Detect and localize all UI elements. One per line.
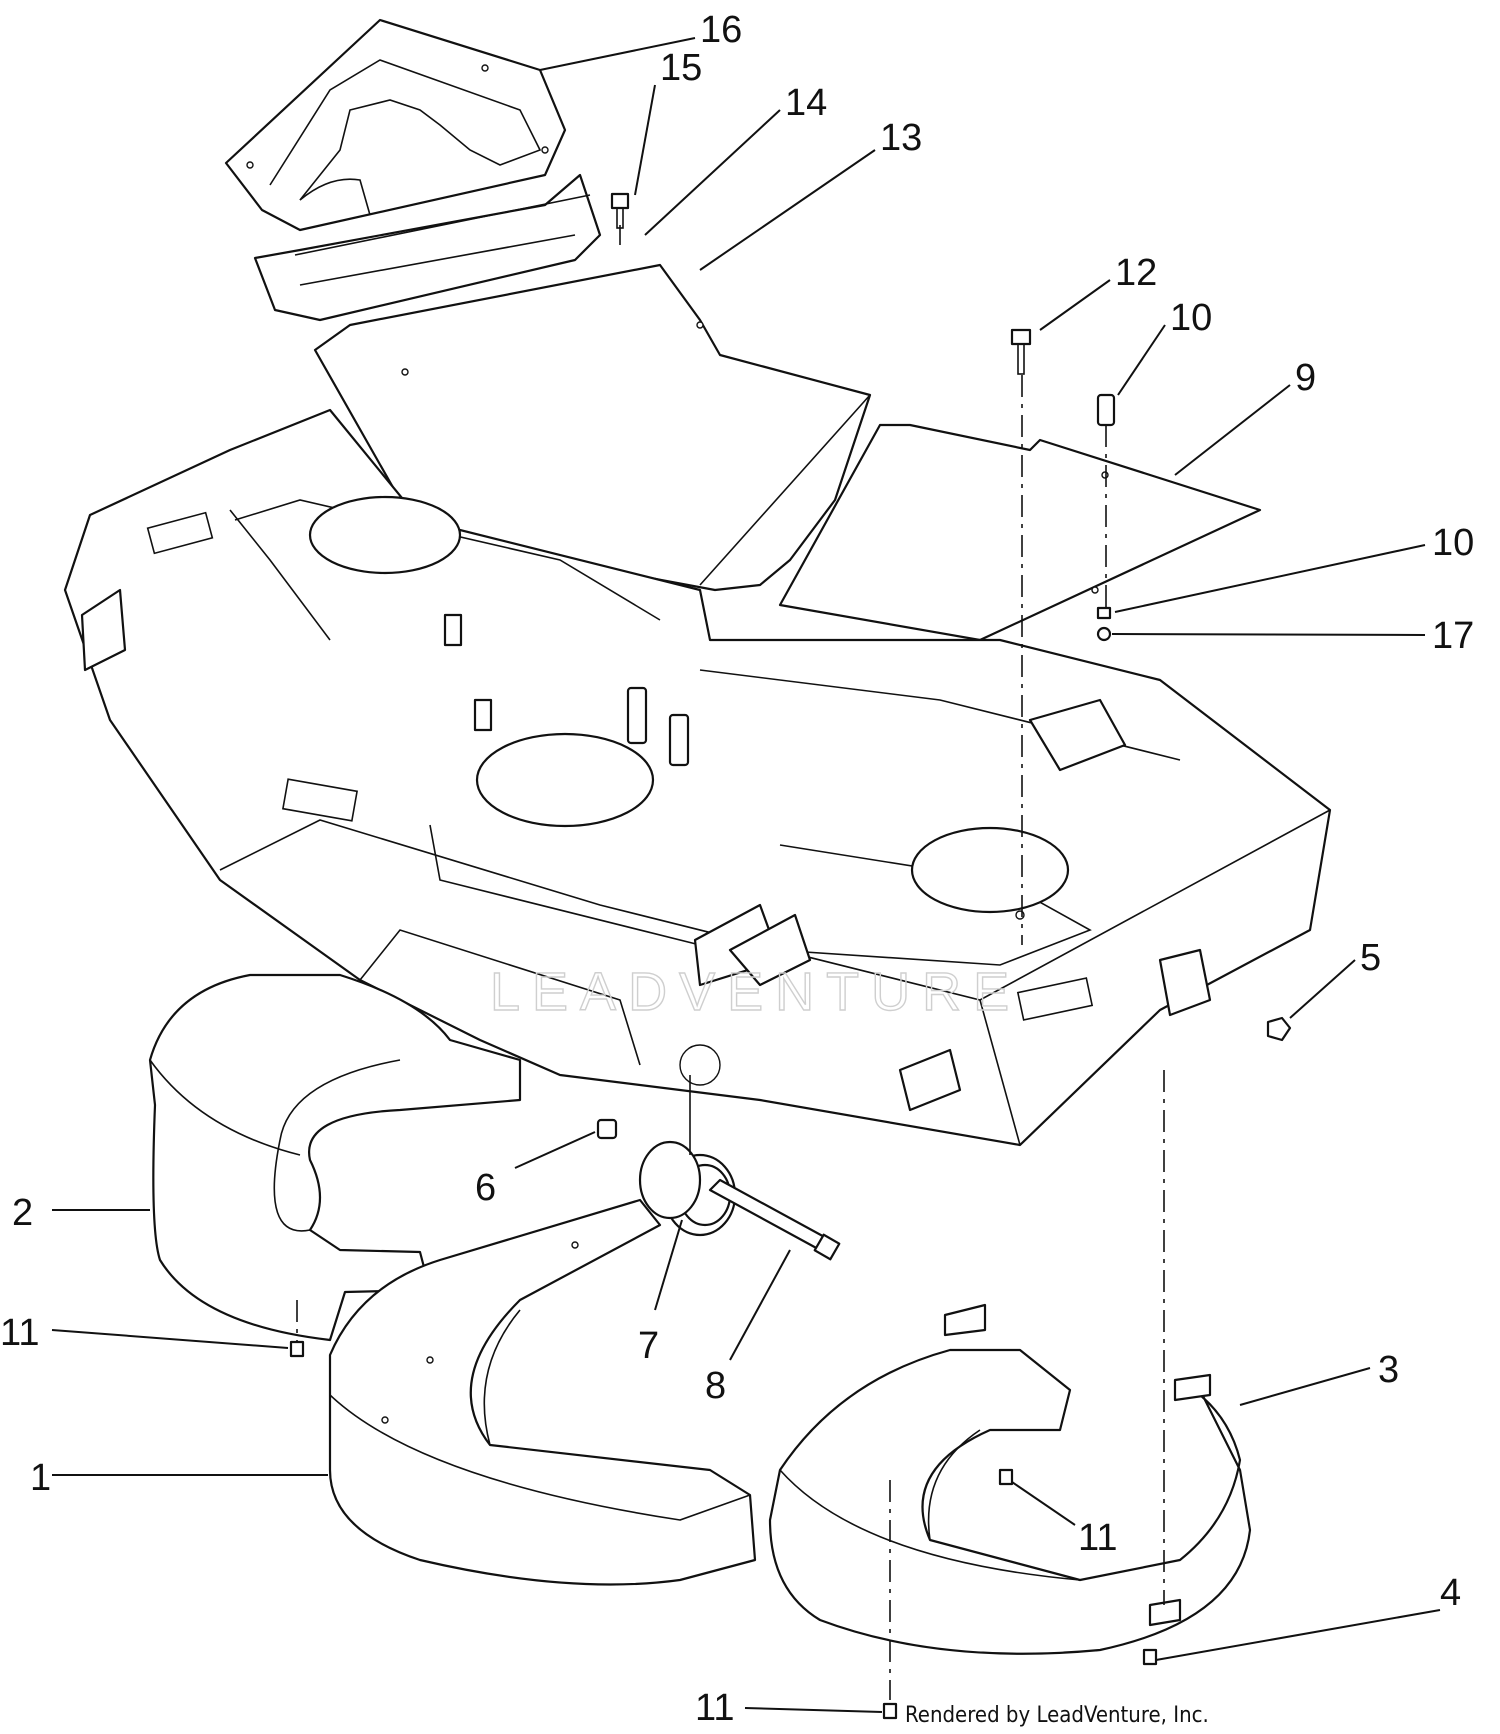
watermark: LEADVENTURE — [490, 962, 1021, 1022]
part-1-center-baffle — [328, 1198, 757, 1586]
callout-6: 6 — [475, 1167, 496, 1209]
callout-7: 7 — [638, 1325, 659, 1367]
leader-lines — [51, 37, 1441, 1713]
part-2-left-baffle — [148, 973, 522, 1342]
part-5-nut — [1266, 1016, 1292, 1042]
part-4-screw — [1142, 1648, 1158, 1666]
callout-9: 9 — [1295, 357, 1316, 399]
part-10-insert-bottom — [1096, 606, 1112, 620]
callout-15: 15 — [660, 47, 702, 89]
part-11-screw-left — [289, 1340, 305, 1358]
callout-4: 4 — [1440, 1572, 1461, 1614]
callout-14: 14 — [785, 82, 827, 124]
callout-5: 5 — [1360, 937, 1381, 979]
part-6-nut — [596, 1118, 618, 1140]
part-17-nut — [1096, 626, 1112, 642]
mower-deck-body — [63, 408, 1332, 1147]
callout-2: 2 — [12, 1192, 33, 1234]
callout-11-left: 11 — [0, 1312, 39, 1354]
callout-13: 13 — [880, 117, 922, 159]
part-9-right-cover — [778, 423, 1262, 642]
part-14-bracket — [253, 173, 602, 322]
callout-11-right: 11 — [1078, 1517, 1117, 1559]
callout-1: 1 — [30, 1457, 51, 1499]
callout-10-bottom: 10 — [1432, 522, 1474, 564]
part-16-top-shield — [224, 18, 567, 232]
callout-17: 17 — [1432, 615, 1474, 657]
callout-12: 12 — [1115, 252, 1157, 294]
callout-labels: 16 15 14 13 12 10 9 10 17 5 6 7 8 2 11 1… — [0, 9, 1474, 1729]
part-8-bolt — [708, 1178, 841, 1261]
part-10-insert-top — [1096, 393, 1116, 427]
render-credit: Rendered by LeadVenture, Inc. — [905, 1703, 1209, 1728]
callout-16: 16 — [700, 9, 742, 51]
part-12-bolt — [1010, 328, 1032, 375]
part-11-screw-right — [998, 1468, 1014, 1486]
callout-10-top: 10 — [1170, 297, 1212, 339]
callout-3: 3 — [1378, 1349, 1399, 1391]
callout-8: 8 — [705, 1365, 726, 1407]
callout-11-bottom: 11 — [695, 1687, 734, 1729]
part-15-bolt — [610, 192, 630, 229]
part-11-screw-bottom — [882, 1702, 898, 1720]
